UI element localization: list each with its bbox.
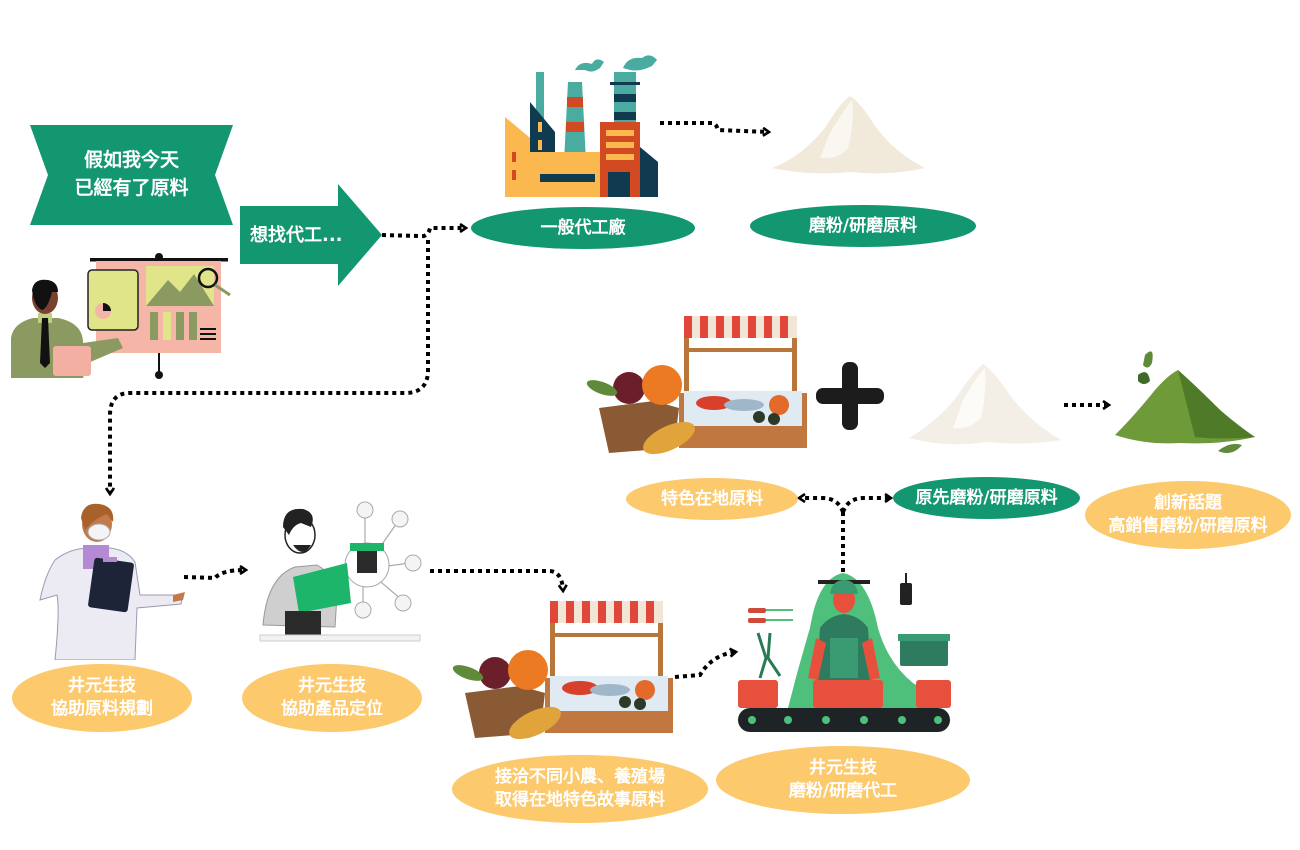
conveyor-worker-illustration [738, 573, 951, 732]
original-powder-pill: 原先磨粉/研磨原料 [893, 477, 1080, 519]
connector-stall-to-worker [674, 652, 735, 679]
connector-split-right [841, 498, 890, 513]
step-grinding-line-1: 井元生技 [809, 758, 877, 779]
connector-to-scientist [110, 240, 430, 493]
intro-banner-line-2: 已經有了原料 [74, 177, 189, 199]
local-ingredient-pill-label: 特色在地原料 [661, 488, 763, 509]
step-grinding-line-2: 磨粉/研磨代工 [788, 781, 898, 801]
intro-banner-shape [30, 125, 233, 225]
connector-factory-to-powder [660, 121, 768, 132]
market-stall-bottom [452, 601, 673, 740]
connector-marketer-to-stall [430, 569, 563, 590]
step-material-planning-pill: 井元生技 協助原料規劃 [12, 664, 192, 732]
scientist-illustration [39, 503, 185, 660]
presenter-illustration [11, 253, 231, 379]
step-sourcing-line-2: 取得在地特色故事原料 [495, 790, 665, 810]
marketer-illustration [259, 501, 422, 642]
factory-illustration [505, 55, 658, 197]
step-product-positioning-pill: 井元生技 協助產品定位 [242, 664, 422, 732]
market-stall-top [586, 316, 807, 455]
factory-pill: 一般代工廠 [471, 207, 695, 249]
powder-result-pill-label: 磨粉/研磨原料 [808, 215, 918, 236]
step-product-positioning-line-1: 井元生技 [298, 676, 366, 697]
step-sourcing-pill: 接洽不同小農、養殖場 取得在地特色故事原料 [452, 755, 708, 823]
innovation-result-line-2: 高銷售磨粉/研磨原料 [1108, 516, 1268, 536]
step-sourcing-line-1: 接洽不同小農、養殖場 [495, 767, 665, 788]
plus-icon [816, 362, 884, 430]
intro-banner-line-1: 假如我今天 [83, 149, 179, 172]
connector-to-factory [381, 228, 465, 239]
white-powder-pile-middle [909, 364, 1061, 445]
white-powder-pile-top [772, 96, 925, 174]
green-powder-pile [1115, 351, 1255, 453]
connector-split-left [800, 498, 845, 513]
step-material-planning-line-2: 協助原料規劃 [51, 699, 153, 719]
factory-pill-label: 一般代工廠 [540, 217, 626, 238]
powder-result-pill: 磨粉/研磨原料 [750, 205, 976, 247]
step-grinding-pill: 井元生技 磨粉/研磨代工 [716, 746, 970, 814]
connector-scientist-to-marketer [183, 570, 245, 581]
local-ingredient-pill: 特色在地原料 [626, 478, 798, 520]
step-product-positioning-line-2: 協助產品定位 [281, 699, 383, 719]
arrow-shape [240, 184, 382, 286]
innovation-result-pill: 創新話題 高銷售磨粉/研磨原料 [1085, 481, 1291, 549]
intro-banner: 假如我今天 已經有了原料 [30, 125, 233, 225]
arrow-label: 想找代工... [250, 225, 343, 246]
original-powder-pill-label: 原先磨粉/研磨原料 [915, 487, 1058, 508]
step-material-planning-line-1: 井元生技 [68, 676, 136, 697]
innovation-result-line-1: 創新話題 [1154, 493, 1222, 514]
